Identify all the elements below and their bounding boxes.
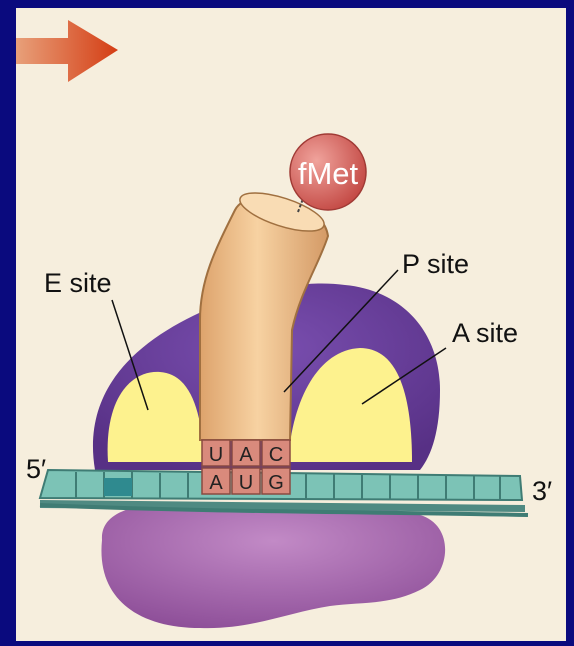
five-prime-label: 5′: [26, 454, 46, 484]
anticodon-base: U: [209, 444, 223, 466]
anticodon-base: A: [239, 444, 253, 466]
fmet-label: fMet: [298, 156, 359, 191]
codon-base: A: [209, 472, 223, 494]
codon: A U G: [202, 468, 290, 494]
e-site-label: E site: [44, 268, 112, 298]
p-site-label: P site: [402, 249, 469, 279]
anticodon-base: C: [269, 444, 283, 466]
three-prime-label: 3′: [532, 476, 552, 506]
a-site-label: A site: [452, 318, 518, 348]
anticodon: U A C: [202, 440, 290, 466]
codon-base: G: [268, 472, 284, 494]
codon-base: U: [239, 472, 253, 494]
